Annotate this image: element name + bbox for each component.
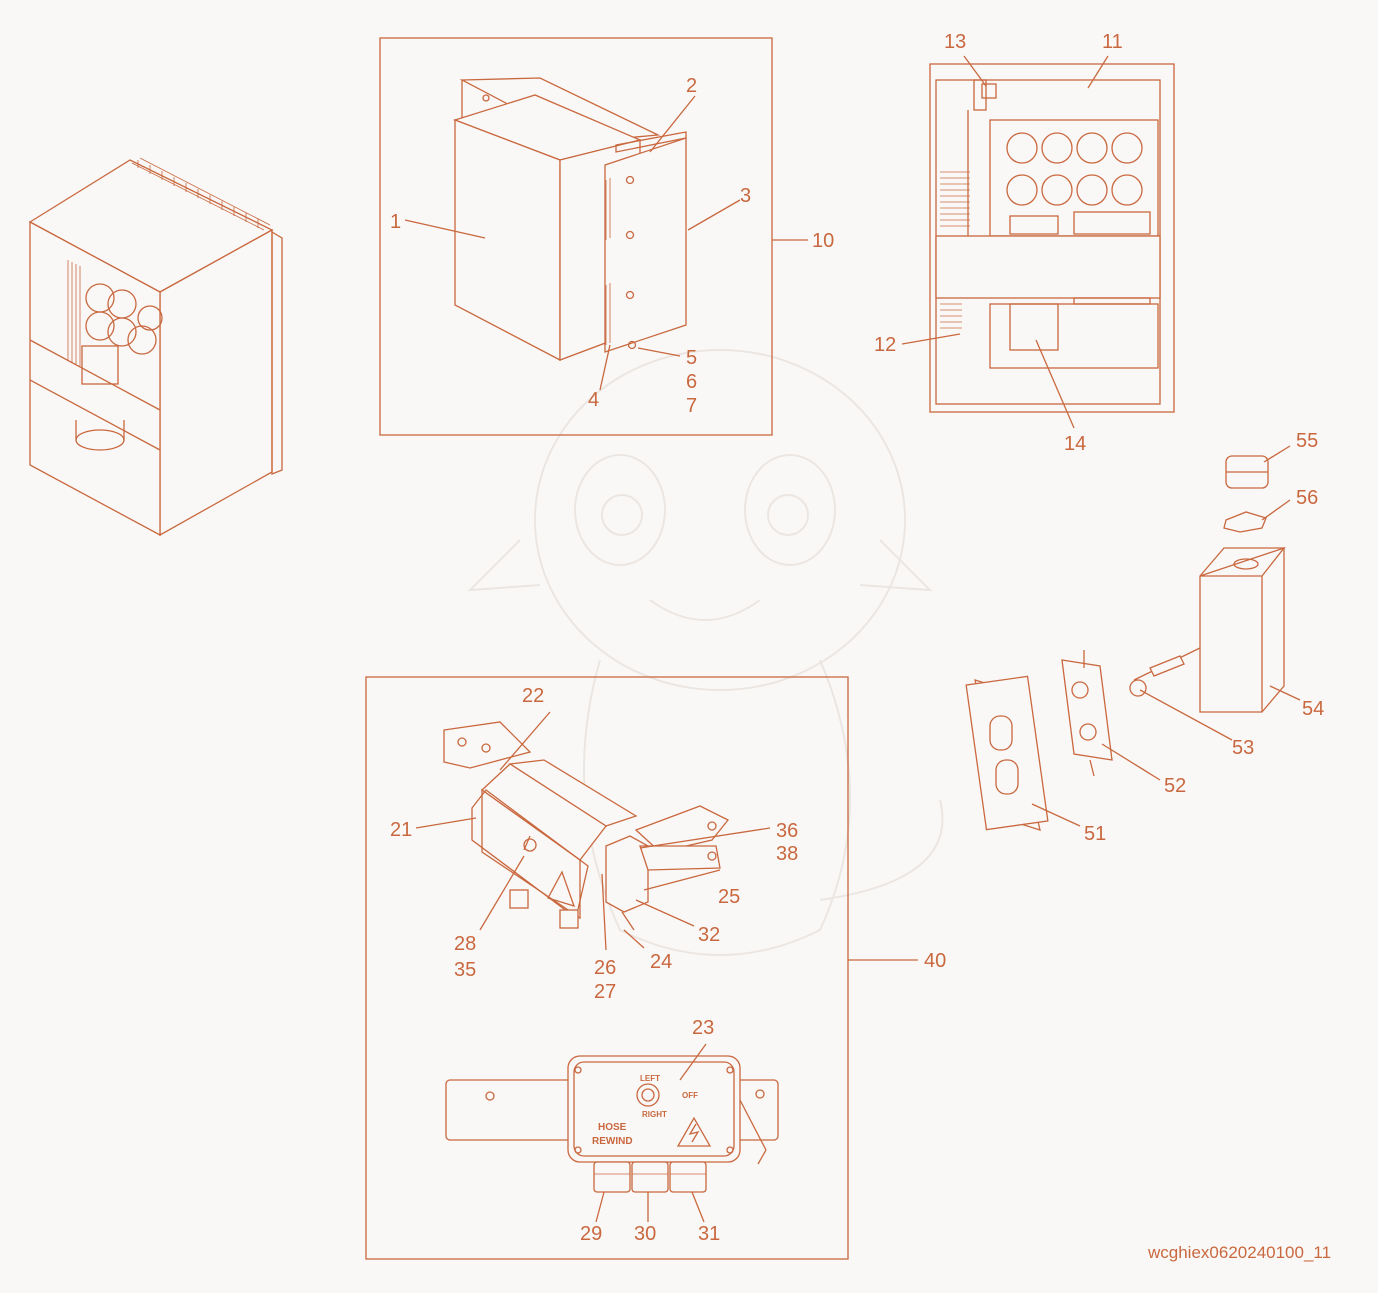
- callout-21: 21: [390, 819, 412, 841]
- callout-23: 23: [692, 1017, 714, 1039]
- rewind-label: REWIND: [592, 1136, 633, 1147]
- enclosure-detail-frame: [379, 37, 773, 436]
- callout-38: 38: [776, 843, 798, 865]
- callout-11: 11: [1102, 31, 1123, 53]
- right-label: RIGHT: [642, 1110, 667, 1119]
- callout-1: 1: [390, 211, 401, 233]
- callout-40: 40: [924, 950, 946, 972]
- hose-rewind-switch-assembly: [443, 721, 730, 931]
- callout-4: 4: [588, 389, 599, 411]
- drawing-reference: wcghiex0620240100_11: [1147, 1243, 1331, 1262]
- electrical-panel-assembly: [929, 63, 1175, 413]
- callout-54: 54: [1302, 698, 1324, 720]
- switch-panel-labels: LEFT OFF RIGHT HOSE REWIND: [592, 1074, 698, 1147]
- hose-label: HOSE: [598, 1122, 627, 1133]
- receptacle-assembly: [965, 455, 1286, 831]
- callout-3: 3: [740, 185, 751, 207]
- callout-53: 53: [1232, 737, 1254, 759]
- callout-numbers: 1 2 3 4 5 6 7 10 11 12 13 14 21 22 23 24…: [390, 31, 1324, 1245]
- callout-27: 27: [594, 981, 616, 1003]
- enclosure-assembly: [453, 77, 687, 362]
- callout-28: 28: [454, 933, 476, 955]
- callout-36: 36: [776, 820, 798, 842]
- callout-32: 32: [698, 924, 720, 946]
- callout-24: 24: [650, 951, 672, 973]
- callout-13: 13: [944, 31, 966, 53]
- callout-22: 22: [522, 685, 544, 707]
- callout-12: 12: [874, 334, 896, 356]
- callout-30: 30: [634, 1223, 656, 1245]
- callout-56: 56: [1296, 487, 1318, 509]
- left-label: LEFT: [640, 1074, 660, 1083]
- callout-5: 5: [686, 347, 697, 369]
- callout-29: 29: [580, 1223, 602, 1245]
- switch-detail-frame: [365, 676, 849, 1260]
- switch-front-view: [445, 1055, 779, 1193]
- callout-25: 25: [718, 886, 740, 908]
- callout-31: 31: [698, 1223, 720, 1245]
- callout-7: 7: [686, 395, 697, 417]
- callout-10: 10: [812, 230, 834, 252]
- drive-cabinet-assembly: [28, 157, 283, 537]
- callout-6: 6: [686, 371, 697, 393]
- callout-55: 55: [1296, 430, 1318, 452]
- off-label: OFF: [682, 1091, 698, 1100]
- heatsink-fins: [131, 157, 271, 231]
- callout-51: 51: [1084, 823, 1106, 845]
- callout-52: 52: [1164, 775, 1186, 797]
- callout-26: 26: [594, 957, 616, 979]
- callout-14: 14: [1064, 433, 1086, 455]
- callout-35: 35: [454, 959, 476, 981]
- callout-2: 2: [686, 75, 697, 97]
